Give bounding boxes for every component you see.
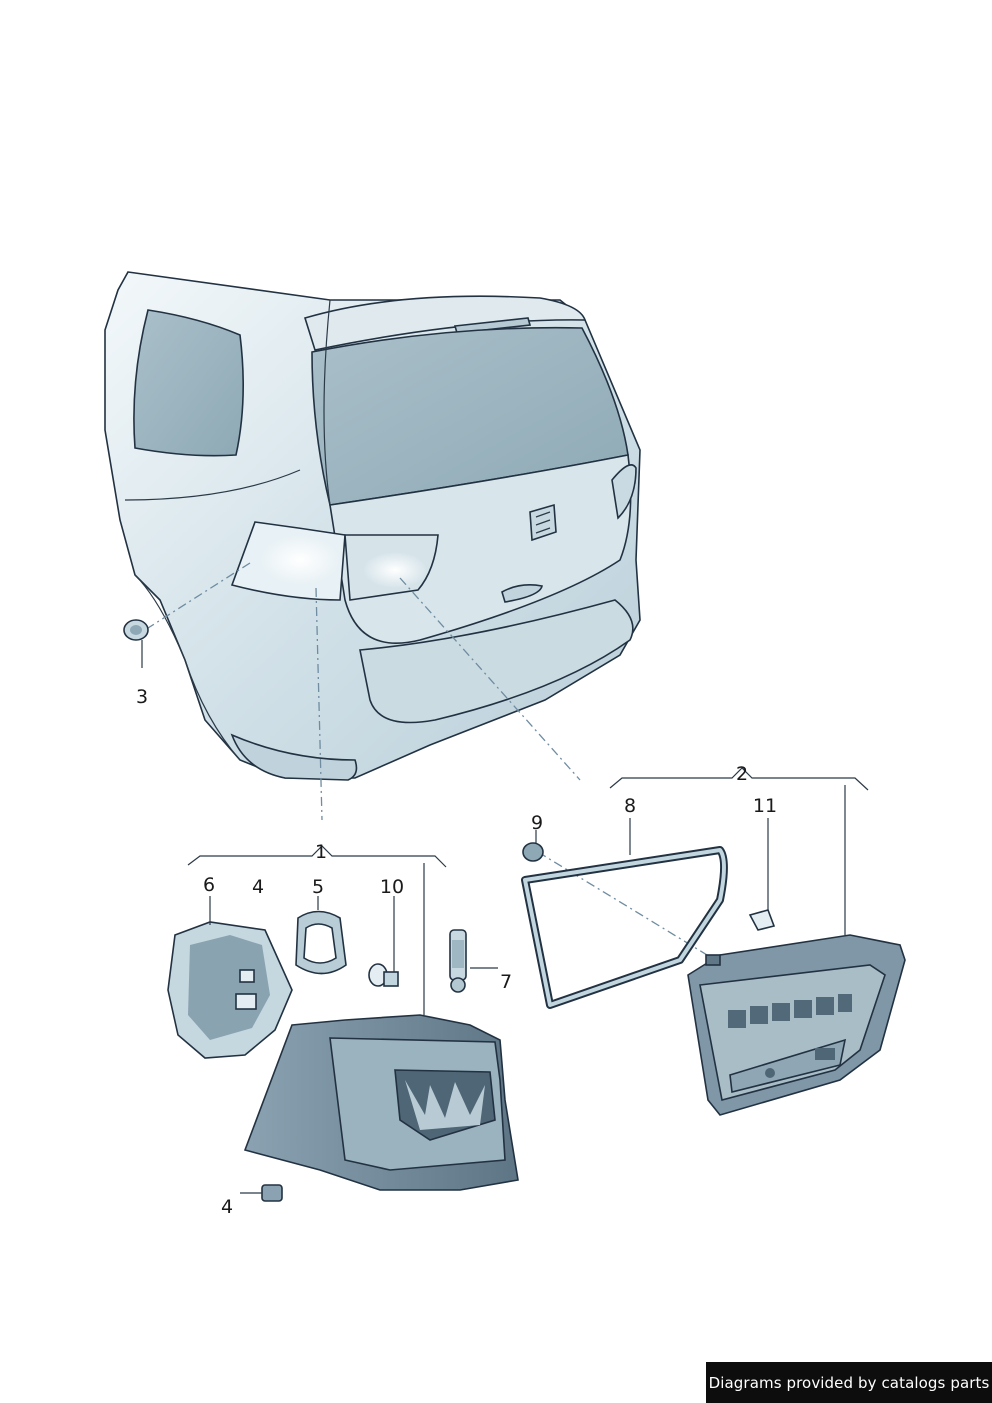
- callout-7: 7: [500, 971, 512, 993]
- tailgate-handle: [501, 584, 543, 603]
- callout-5: 5: [312, 876, 324, 898]
- callout-1: 1: [315, 841, 327, 863]
- credit-banner: Diagrams provided by catalogs parts: [706, 1362, 992, 1403]
- callouts: 1 2 3 4 4 5 6 7 8 9 10 11: [136, 686, 777, 1218]
- part-6-lamp-carrier: [167, 896, 293, 1059]
- part-8-gasket: [521, 818, 728, 1009]
- roof-spoiler: [303, 295, 587, 351]
- part-9-nut: [522, 830, 544, 862]
- part-4-plug: [240, 1184, 283, 1202]
- part-10-bulb: [368, 896, 399, 987]
- callout-2: 2: [736, 763, 748, 785]
- callout-3: 3: [136, 686, 148, 708]
- callout-10: 10: [380, 876, 404, 898]
- outer-tail-lamp: [243, 1014, 519, 1191]
- group-2-bracket: [609, 767, 869, 935]
- high-brake-light: [453, 317, 532, 334]
- part-3-clip: [123, 619, 149, 668]
- callout-6: 6: [203, 874, 215, 896]
- inner-tail-lamp: [687, 934, 906, 1116]
- part-7-bulb-socket: [449, 929, 498, 993]
- side-window: [133, 309, 244, 457]
- callout-9: 9: [531, 812, 543, 834]
- group-1-bracket: [187, 845, 447, 1015]
- part-5-seal: [295, 896, 347, 975]
- callout-8: 8: [624, 795, 636, 817]
- part-11-bulb: [748, 818, 776, 931]
- bumper-lower: [230, 733, 358, 781]
- callout-4-upper: 4: [252, 876, 264, 898]
- tailgate: [329, 454, 632, 644]
- vehicle-rear: [104, 271, 641, 781]
- vehicle-side-lamp: [611, 464, 637, 520]
- wheel-arch: [134, 574, 241, 761]
- callout-4-lower: 4: [221, 1196, 233, 1218]
- credit-text: Diagrams provided by catalogs parts: [708, 1373, 990, 1392]
- rear-bumper: [359, 599, 634, 724]
- callout-11: 11: [753, 795, 777, 817]
